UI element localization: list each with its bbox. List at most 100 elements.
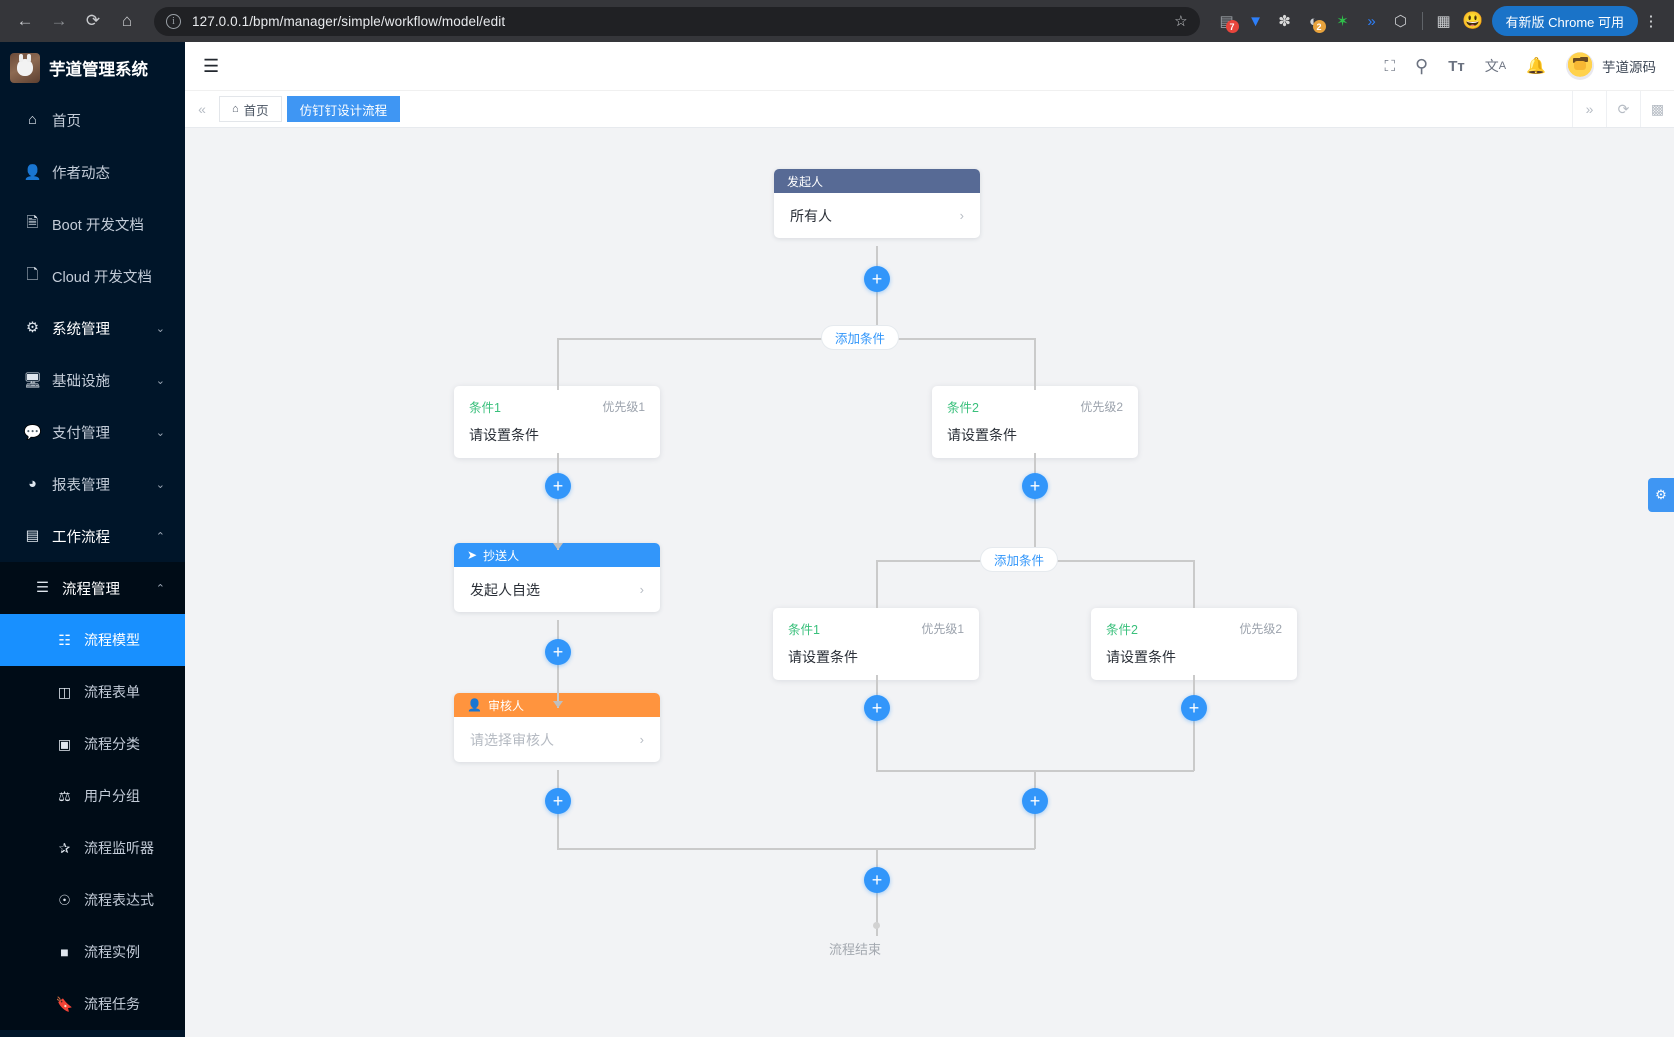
- connector-line: [876, 675, 878, 771]
- extension-puzzle-icon[interactable]: ⬡: [1393, 13, 1408, 30]
- connector-line: [1193, 560, 1195, 608]
- sidebar-item-cloud-docs[interactable]: 🗋 Cloud 开发文档: [0, 250, 185, 302]
- pie-chart-icon: ◕: [28, 476, 37, 492]
- form-icon: ◫: [57, 683, 72, 700]
- brand[interactable]: 芋道管理系统: [0, 42, 185, 94]
- add-condition-button[interactable]: 添加条件: [980, 547, 1059, 572]
- condition-node-1[interactable]: 条件1 优先级1 请设置条件: [454, 386, 660, 458]
- add-node-button[interactable]: +: [545, 639, 571, 665]
- extension-balloon-icon[interactable]: ▼: [1248, 12, 1263, 30]
- sidebar-item-process-task[interactable]: 🔖 流程任务: [0, 978, 185, 1030]
- add-node-button[interactable]: +: [545, 788, 571, 814]
- add-node-button[interactable]: +: [864, 867, 890, 893]
- node-cc[interactable]: ➤ 抄送人 发起人自选 ›: [454, 543, 660, 612]
- node-body[interactable]: 发起人自选 ›: [454, 567, 660, 612]
- condition-node-3[interactable]: 条件1 优先级1 请设置条件: [773, 608, 979, 680]
- url-text: 127.0.0.1/bpm/manager/simple/workflow/mo…: [192, 13, 506, 29]
- node-body-value: 请选择审核人: [470, 731, 554, 748]
- condition-node-4[interactable]: 条件2 优先级2 请设置条件: [1091, 608, 1297, 680]
- sidebar-item-infrastructure[interactable]: 🖥 基础设施 ⌄: [0, 354, 185, 406]
- extension-star-icon[interactable]: ✶: [1336, 13, 1349, 30]
- sidebar-item-process-model[interactable]: ☷ 流程模型: [0, 614, 185, 666]
- bookmark-star-icon[interactable]: ☆: [1174, 13, 1188, 30]
- forward-arrow-icon[interactable]: →: [50, 11, 68, 30]
- tabs-scroll-left-icon[interactable]: «: [198, 101, 206, 117]
- payment-icon: 💬: [23, 424, 42, 441]
- sidebar-item-process-listener[interactable]: ✰ 流程监听器: [0, 822, 185, 874]
- notification-bell-icon[interactable]: 🔔: [1526, 58, 1546, 75]
- add-node-button[interactable]: +: [1022, 473, 1048, 499]
- sidebar-item-boot-docs[interactable]: 🗎 Boot 开发文档: [0, 198, 185, 250]
- expand-right-icon[interactable]: »: [1572, 91, 1606, 127]
- sidebar-subgroup-process-management: ☰ 流程管理 ⌃ ☷ 流程模型 ◫ 流程表单 ▣ 流程分类 ⚖ 用户分组 ✰: [0, 562, 185, 1030]
- gear-icon: ⚙: [26, 320, 39, 336]
- tab-home[interactable]: ⌂ 首页: [219, 96, 282, 122]
- settings-gear-icon[interactable]: ⚙: [1648, 478, 1674, 512]
- back-arrow-icon[interactable]: ←: [16, 11, 34, 30]
- fullscreen-icon[interactable]: ⛶: [1384, 57, 1396, 75]
- arrow-icon: [553, 701, 563, 708]
- task-icon: 🔖: [55, 995, 74, 1012]
- sidebar-item-process-expression[interactable]: ☉ 流程表达式: [0, 874, 185, 926]
- add-node-button[interactable]: +: [1022, 788, 1048, 814]
- node-initiator[interactable]: 发起人 所有人 ›: [774, 169, 980, 238]
- reload-icon[interactable]: ⟳: [85, 11, 101, 30]
- home-icon[interactable]: ⌂: [121, 11, 133, 30]
- connector-line: [876, 246, 878, 338]
- font-size-icon[interactable]: Tᴛ: [1448, 57, 1465, 75]
- sidebar-item-label: 支付管理: [52, 425, 110, 442]
- add-condition-button[interactable]: 添加条件: [821, 325, 900, 350]
- sidebar-item-label: 流程实例: [84, 944, 140, 960]
- add-node-button[interactable]: +: [864, 695, 890, 721]
- add-node-button[interactable]: +: [545, 473, 571, 499]
- sidebar-item-process-category[interactable]: ▣ 流程分类: [0, 718, 185, 770]
- tab-bar-actions: » ⟳ ▩: [1572, 91, 1674, 127]
- extension-gray-ball-icon[interactable]: ✽: [1278, 13, 1291, 30]
- connector-line: [1034, 338, 1036, 390]
- add-node-button[interactable]: +: [1181, 695, 1207, 721]
- profile-avatar-icon[interactable]: 😃: [1461, 11, 1484, 30]
- sidebar-item-user-group[interactable]: ⚖ 用户分组: [0, 770, 185, 822]
- sidebar-group-process-management[interactable]: ☰ 流程管理 ⌃: [0, 562, 185, 614]
- extension-grid-icon[interactable]: ▤ 7: [1214, 8, 1240, 34]
- sidebar-item-author-news[interactable]: 👤 作者动态: [0, 146, 185, 198]
- address-bar[interactable]: i 127.0.0.1/bpm/manager/simple/workflow/…: [154, 6, 1200, 36]
- node-body[interactable]: 所有人 ›: [774, 193, 980, 238]
- extension-chevrons-icon[interactable]: »: [1367, 12, 1376, 30]
- arrow-icon: [553, 543, 563, 550]
- condition-body: 请设置条件: [788, 649, 858, 665]
- user-icon: 👤: [23, 164, 42, 181]
- sidebar-item-process-form[interactable]: ◫ 流程表单: [0, 666, 185, 718]
- sidebar-item-workflow[interactable]: ▤ 工作流程 ⌃: [0, 510, 185, 562]
- sidebar-item-label: 流程表单: [84, 684, 140, 700]
- menu-collapse-icon[interactable]: ☰: [203, 55, 220, 76]
- node-header-label: 发起人: [787, 174, 824, 189]
- sidebar-item-label: 流程模型: [84, 632, 140, 648]
- tab-dingtalk-process-design[interactable]: 仿钉钉设计流程: [286, 96, 401, 122]
- condition-node-2[interactable]: 条件2 优先级2 请设置条件: [932, 386, 1138, 458]
- sidebar-item-process-instance[interactable]: ■ 流程实例: [0, 926, 185, 978]
- chrome-update-button[interactable]: 有新版 Chrome 可用: [1491, 6, 1638, 36]
- user-menu[interactable]: 芋道源码: [1566, 52, 1656, 80]
- workflow-canvas[interactable]: ⚙ 发起人 所有人 › + 添加条件 条件1 优先级1 请设置条件 条件2 优先…: [185, 128, 1674, 1037]
- search-icon[interactable]: ⚲: [1415, 55, 1429, 76]
- site-info-icon[interactable]: i: [166, 13, 181, 29]
- grid-view-icon[interactable]: ▩: [1640, 91, 1674, 127]
- browser-menu-icon[interactable]: ⋮: [1643, 13, 1659, 30]
- chevron-right-icon: ›: [959, 208, 964, 223]
- sidebar-item-label: 报表管理: [52, 477, 110, 494]
- browser-toolbar: ← → ⟳ ⌂ i 127.0.0.1/bpm/manager/simple/w…: [0, 0, 1674, 42]
- condition-header: 条件2 优先级2: [947, 397, 1123, 416]
- refresh-icon[interactable]: ⟳: [1606, 91, 1640, 127]
- add-node-button[interactable]: +: [864, 266, 890, 292]
- sidebar-item-report[interactable]: ◕ 报表管理 ⌄: [0, 458, 185, 510]
- sidebar-item-home[interactable]: ⌂ 首页: [0, 94, 185, 146]
- chevron-right-icon: ›: [639, 732, 644, 747]
- side-panel-icon[interactable]: ▦: [1436, 13, 1451, 30]
- condition-priority: 优先级2: [1080, 400, 1123, 414]
- node-body[interactable]: 请选择审核人 ›: [454, 717, 660, 762]
- sidebar-item-system-management[interactable]: ⚙ 系统管理 ⌄: [0, 302, 185, 354]
- sidebar-item-payment[interactable]: 💬 支付管理 ⌄: [0, 406, 185, 458]
- extension-moon-icon[interactable]: ◐ 2: [1301, 8, 1327, 34]
